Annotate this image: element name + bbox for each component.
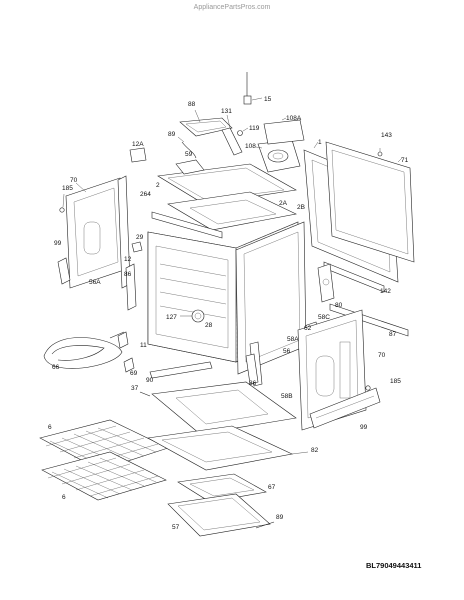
callout-15: 15 (264, 96, 272, 103)
part-71-rear-cover (325, 141, 415, 263)
part-2A-top-insulation (167, 191, 297, 231)
callout-99-left: 99 (54, 240, 62, 247)
callout-62: 62 (304, 325, 312, 332)
callout-86-upper: 86 (124, 271, 132, 278)
callout-29: 29 (136, 234, 144, 241)
callout-70-left: 70 (70, 177, 78, 184)
part-87-rail (329, 303, 409, 337)
callout-67: 67 (268, 484, 276, 491)
part-86-left-strip (125, 263, 137, 311)
part-37-screw (139, 391, 151, 397)
callout-2A: 2A (279, 200, 287, 207)
callout-86-lower: 86 (249, 380, 257, 387)
part-59-plate (175, 159, 205, 175)
part-88-top-bracket (179, 109, 233, 137)
callout-108: 108 (245, 143, 256, 150)
part-185-left-screw (59, 193, 65, 213)
callout-59: 59 (185, 151, 193, 158)
part-29-clip (131, 241, 143, 253)
part-15-sensor (243, 72, 263, 105)
callout-89-lower: 89 (276, 514, 284, 521)
part-2-top-panel (157, 163, 297, 205)
part-66-broil-element (43, 331, 125, 369)
part-143-screw (377, 148, 383, 157)
part-108A-housing (263, 117, 305, 145)
part-86-lower-strip (245, 353, 259, 385)
callout-90: 90 (146, 377, 154, 384)
callout-12: 12 (124, 256, 132, 263)
callout-89: 89 (168, 131, 176, 138)
callout-2B: 2B (297, 204, 305, 211)
part-67-bottom-element (177, 473, 267, 503)
part-89-clip (177, 136, 197, 159)
callout-143: 143 (381, 132, 392, 139)
part-90-bracket (149, 361, 213, 379)
diagram-code: BL79049443411 (366, 561, 422, 570)
callout-108A: 108A (286, 115, 302, 122)
part-58B-door-frame (151, 381, 297, 435)
callout-69: 69 (130, 370, 138, 377)
part-12A-bracket (129, 147, 147, 163)
callout-264: 264 (140, 191, 151, 198)
part-80-latch (317, 263, 335, 303)
callout-28: 28 (205, 322, 213, 329)
callout-56A: 56A (89, 279, 101, 286)
callout-131: 131 (221, 108, 232, 115)
callout-1: 1 (318, 139, 322, 146)
callout-127: 127 (166, 314, 177, 321)
callout-119: 119 (249, 125, 260, 132)
part-131-strip (221, 114, 243, 156)
part-99-right-rail (309, 387, 381, 429)
callout-58A: 58A (287, 336, 299, 343)
callout-58C: 58C (318, 314, 330, 321)
watermark: AppliancePartsPros.com (193, 4, 271, 11)
callout-80: 80 (335, 302, 343, 309)
part-82-bake-element (147, 425, 309, 471)
callout-99-right: 99 (360, 424, 368, 431)
part-11-hinge (117, 331, 129, 349)
callout-70-right: 70 (378, 352, 386, 359)
callout-66: 66 (52, 364, 60, 371)
part-185-right-screw (365, 385, 371, 391)
part-70-left-side-panel (65, 177, 125, 289)
part-264-trim (151, 211, 223, 239)
callout-12A: 12A (132, 141, 144, 148)
callout-88: 88 (188, 101, 196, 108)
callout-87: 87 (389, 331, 397, 338)
callout-11: 11 (140, 342, 147, 349)
part-108-convection-motor (255, 139, 301, 173)
callout-56: 56 (283, 348, 291, 355)
part-119-fastener (237, 127, 249, 136)
callout-6-lower: 6 (62, 494, 66, 501)
callout-2: 2 (156, 182, 160, 189)
callout-185-left: 185 (62, 185, 73, 192)
part-57-bottom-plate (167, 493, 271, 537)
part-69-clip (123, 357, 135, 373)
callout-58B: 58B (281, 393, 293, 400)
callout-71: 71 (401, 157, 409, 164)
callout-185-right: 185 (390, 378, 401, 385)
callout-37: 37 (131, 385, 139, 392)
callout-6-upper: 6 (48, 424, 52, 431)
part-89-lower-clip (255, 521, 275, 529)
part-99-left-rail (57, 257, 71, 285)
callout-142: 142 (380, 288, 391, 295)
part-6-lower-rack (41, 451, 167, 501)
callout-82: 82 (311, 447, 319, 454)
callout-57: 57 (172, 524, 180, 531)
